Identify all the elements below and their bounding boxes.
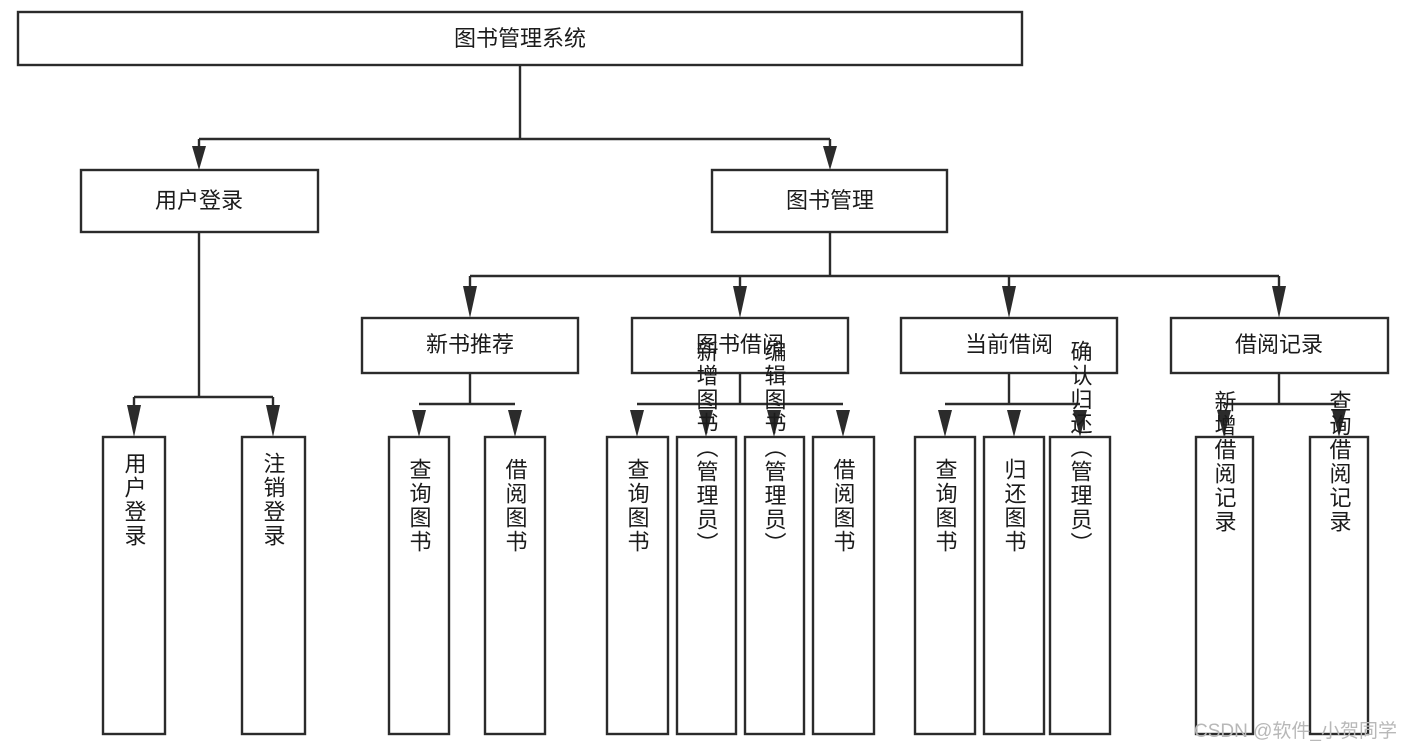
leaf-user-login-1-box[interactable]: [101, 435, 167, 736]
arrow-borrow-leaf-3: [767, 410, 781, 437]
arrow-newbook-leaf-1: [412, 410, 426, 437]
leaf-book-borrow-1-box[interactable]: [605, 435, 670, 736]
leaf-book-borrow-2[interactable]: 新增图书（管理员）: [675, 340, 738, 736]
node-user-login-box[interactable]: [79, 168, 320, 234]
node-borrow-record-box[interactable]: [1169, 316, 1390, 375]
leaf-borrow-record-1-label: 新增借阅记录: [1212, 390, 1237, 534]
leaf-new-book-1-box[interactable]: [387, 435, 451, 736]
leaf-user-login-2[interactable]: 注销登录: [240, 435, 307, 736]
node-new-book-recommend-box[interactable]: [360, 316, 580, 375]
leaf-book-borrow-1[interactable]: 查询图书: [605, 435, 670, 736]
leaf-user-login-2-box[interactable]: [240, 435, 307, 736]
leaf-current-borrow-3-box[interactable]: [1048, 435, 1112, 736]
leaf-book-borrow-3-box[interactable]: [743, 435, 806, 736]
leaf-current-borrow-2-label: 归还图书: [1002, 458, 1027, 554]
leaf-current-borrow-1[interactable]: 查询图书: [913, 435, 977, 736]
edges-group: [127, 65, 1346, 437]
node-root-label: 图书管理系统: [454, 26, 586, 51]
node-book-manage-label: 图书管理: [786, 188, 874, 213]
leaf-borrow-record-2[interactable]: 查询借阅记录: [1308, 390, 1370, 736]
arrow-userlogin-leaf-1: [127, 405, 141, 437]
node-current-borrow[interactable]: 当前借阅: [899, 316, 1119, 375]
node-new-book-recommend[interactable]: 新书推荐: [360, 316, 580, 375]
leaf-book-borrow-3-label: 编辑图书（管理员）: [762, 340, 787, 556]
leaf-current-borrow-1-box[interactable]: [913, 435, 977, 736]
leaf-new-book-1[interactable]: 查询图书: [387, 435, 451, 736]
leaf-new-book-1-label: 查询图书: [407, 458, 432, 554]
leaf-borrow-record-2-box[interactable]: [1308, 435, 1370, 736]
arrow-borrow-leaf-2: [699, 410, 713, 437]
arrow-root-to-book-manage: [823, 146, 837, 170]
arrow-bookmanage-to-current: [1002, 286, 1016, 318]
node-new-book-recommend-label: 新书推荐: [426, 332, 514, 357]
node-book-manage-box[interactable]: [710, 168, 949, 234]
node-root-box[interactable]: [16, 10, 1024, 67]
arrow-root-to-user-login: [192, 146, 206, 170]
leaf-current-borrow-3[interactable]: 确认归还（管理员）: [1048, 340, 1112, 736]
leaf-user-login-2-label: 注销登录: [261, 452, 286, 548]
node-book-manage[interactable]: 图书管理: [710, 168, 949, 234]
leaf-current-borrow-2-box[interactable]: [982, 435, 1046, 736]
arrow-bookmanage-to-newbook: [463, 286, 477, 318]
arrow-current-leaf-3: [1073, 410, 1087, 437]
arrow-bookmanage-to-borrow: [733, 286, 747, 318]
arrow-borrow-leaf-1: [630, 410, 644, 437]
node-root[interactable]: 图书管理系统: [16, 10, 1024, 67]
node-borrow-record-label: 借阅记录: [1235, 332, 1323, 357]
arrow-borrow-leaf-4: [836, 410, 850, 437]
arrow-bookmanage-to-record: [1272, 286, 1286, 318]
arrow-newbook-leaf-2: [508, 410, 522, 437]
leaf-book-borrow-4-label: 借阅图书: [831, 458, 856, 554]
node-user-login[interactable]: 用户登录: [79, 168, 320, 234]
arrow-current-leaf-2: [1007, 410, 1021, 437]
leaf-book-borrow-4-box[interactable]: [811, 435, 876, 736]
leaf-book-borrow-1-label: 查询图书: [625, 458, 650, 554]
leaf-current-borrow-2[interactable]: 归还图书: [982, 435, 1046, 736]
arrow-current-leaf-1: [938, 410, 952, 437]
leaf-book-borrow-2-box[interactable]: [675, 435, 738, 736]
arrow-record-leaf-1: [1217, 410, 1231, 437]
leaf-borrow-record-1[interactable]: 新增借阅记录: [1194, 390, 1255, 736]
leaf-book-borrow-2-label: 新增图书（管理员）: [694, 340, 719, 556]
leaf-user-login-1-label: 用户登录: [122, 452, 147, 548]
leaf-book-borrow-4[interactable]: 借阅图书: [811, 435, 876, 736]
leaf-borrow-record-1-box[interactable]: [1194, 435, 1255, 736]
arrow-userlogin-leaf-2: [266, 405, 280, 437]
leaf-user-login-1[interactable]: 用户登录: [101, 435, 167, 736]
node-user-login-label: 用户登录: [155, 188, 243, 213]
node-book-borrow-box[interactable]: [630, 316, 850, 375]
node-book-borrow[interactable]: 图书借阅: [630, 316, 850, 375]
node-borrow-record[interactable]: 借阅记录: [1169, 316, 1390, 375]
leaf-new-book-2-label: 借阅图书: [503, 458, 528, 554]
csdn-watermark: CSDN @软件_小贺同学: [1194, 721, 1397, 742]
leaf-current-borrow-3-label: 确认归还（管理员）: [1068, 340, 1093, 556]
leaf-borrow-record-2-label: 查询借阅记录: [1327, 390, 1352, 534]
node-current-borrow-label: 当前借阅: [965, 332, 1053, 357]
leaf-book-borrow-3[interactable]: 编辑图书（管理员）: [743, 340, 806, 736]
leaf-new-book-2-box[interactable]: [483, 435, 547, 736]
leaf-new-book-2[interactable]: 借阅图书: [483, 435, 547, 736]
arrow-record-leaf-2: [1332, 410, 1346, 437]
leaf-current-borrow-1-label: 查询图书: [933, 458, 958, 554]
node-current-borrow-box[interactable]: [899, 316, 1119, 375]
node-book-borrow-label: 图书借阅: [696, 332, 784, 357]
